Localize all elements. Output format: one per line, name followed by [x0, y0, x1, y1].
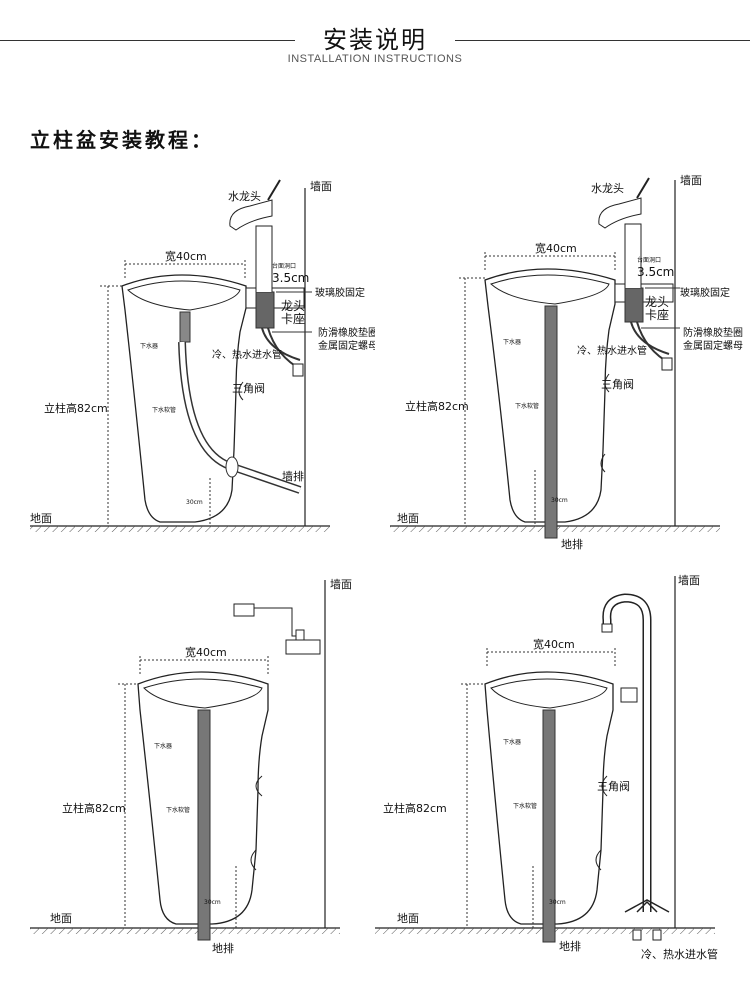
- faucet-handle: [620, 687, 638, 703]
- width-dimension: [124, 260, 246, 278]
- drain-pipe: [197, 709, 211, 941]
- drain-pipe: [542, 709, 556, 943]
- label-drain: 下水器: [140, 342, 158, 350]
- floor-faucet: [602, 593, 652, 912]
- label-valve: 三角阀: [232, 381, 265, 395]
- label-width: 宽40cm: [533, 637, 575, 651]
- header: 安装说明 INSTALLATION INSTRUCTIONS: [0, 0, 750, 80]
- label-floor: 地面: [50, 912, 72, 925]
- label-outlet: 墙排: [282, 469, 304, 483]
- diagram-floor-drain-svg: 水龙头 墙面 宽40cm 台面洞口 3.5cm 玻璃胶固定 龙头 卡座 防滑橡胶…: [390, 173, 743, 551]
- label-wall: 墙面: [310, 179, 332, 193]
- label-outlet: 地排: [559, 939, 581, 953]
- label-drain-pipe: 下水软管: [513, 802, 537, 810]
- label-valve: 三角阀: [601, 377, 634, 391]
- label-30cm: 30cm: [549, 899, 566, 906]
- faucet-body: [624, 223, 642, 288]
- diagram-wall-faucet-svg: 墙面 宽40cm 立柱高82cm 下水器 下水软管 30cm 地面 地排: [30, 577, 352, 955]
- label-drain: 下水器: [154, 742, 172, 750]
- label-valve: 三角阀: [597, 779, 630, 793]
- label-hole-size: 3.5cm: [272, 271, 309, 285]
- page-subtitle: INSTALLATION INSTRUCTIONS: [287, 53, 463, 65]
- label-pipes: 冷、热水进水管: [641, 947, 718, 961]
- drain-pipe: [544, 305, 558, 539]
- label-faucet: 水龙头: [228, 190, 261, 203]
- faucet-seat: [255, 291, 275, 329]
- label-drain: 下水器: [503, 338, 521, 346]
- label-pipes: 冷、热水进水管: [577, 344, 647, 357]
- label-pipes: 冷、热水进水管: [212, 348, 282, 361]
- faucet-body: [255, 225, 273, 292]
- label-wall: 墙面: [330, 577, 352, 591]
- label-outlet: 地排: [561, 537, 583, 551]
- label-width: 宽40cm: [165, 249, 207, 263]
- height-dimension: [461, 683, 485, 928]
- label-30cm: 30cm: [186, 499, 203, 506]
- label-floor: 地面: [397, 512, 419, 525]
- label-gasket: 防滑橡胶垫圈: [683, 326, 743, 339]
- diagram-wall-faucet: 墙面 宽40cm 立柱高82cm 下水器 下水软管 30cm 地面 地排: [0, 560, 375, 1000]
- label-30cm: 30cm: [204, 899, 221, 906]
- label-hole: 台面洞口: [272, 262, 296, 270]
- label-hole-size: 3.5cm: [637, 265, 674, 279]
- label-width: 宽40cm: [535, 241, 577, 255]
- basin-bowl: [127, 280, 241, 311]
- label-height: 立柱高82cm: [405, 399, 469, 413]
- angle-valve: [292, 363, 304, 377]
- header-rule-left: [0, 40, 295, 41]
- header-rule-right: [455, 40, 750, 41]
- label-gasket: 防滑橡胶垫圈: [318, 326, 375, 339]
- label-wall: 墙面: [680, 173, 702, 187]
- supply-pipe: [630, 321, 670, 355]
- page-title: 安装说明: [323, 26, 427, 54]
- label-30cm: 30cm: [551, 497, 568, 504]
- label-height: 立柱高82cm: [62, 801, 126, 815]
- angle-valve: [661, 357, 673, 371]
- label-glass-glue: 玻璃胶固定: [680, 286, 730, 299]
- basin-bowl: [490, 274, 610, 305]
- floor-hatch: [30, 525, 330, 532]
- label-floor: 地面: [397, 912, 419, 925]
- faucet-seat: [624, 287, 644, 323]
- width-dimension: [486, 648, 616, 668]
- label-seat-1: 龙头: [645, 295, 669, 309]
- basin-bowl: [490, 678, 608, 709]
- label-outlet: 地排: [212, 941, 234, 955]
- label-wall: 墙面: [678, 573, 700, 587]
- basin-bowl: [143, 678, 263, 709]
- height-dimension: [459, 277, 487, 526]
- section-title: 立柱盆安装教程：: [30, 128, 214, 152]
- diagram-floor-faucet: 墙面 宽40cm 三角阀 立柱高82cm 下水器 下水软管 30cm 地面 地排…: [375, 560, 750, 1000]
- label-glass-glue: 玻璃胶固定: [315, 286, 365, 299]
- label-height: 立柱高82cm: [44, 401, 108, 415]
- label-seat-2: 卡座: [645, 307, 669, 322]
- label-width: 宽40cm: [185, 645, 227, 659]
- label-seat-1: 龙头: [281, 299, 305, 313]
- diagram-floor-drain: 水龙头 墙面 宽40cm 台面洞口 3.5cm 玻璃胶固定 龙头 卡座 防滑橡胶…: [375, 160, 750, 560]
- label-seat-2: 卡座: [281, 311, 305, 326]
- diagram-wall-drain: 水龙头 墙面 宽40cm 台面洞口 3.5cm 玻璃胶固定 龙头 卡座 防滑橡胶…: [0, 160, 375, 560]
- label-hole: 台面洞口: [637, 256, 661, 264]
- width-dimension: [139, 656, 269, 676]
- diagram-floor-faucet-svg: 墙面 宽40cm 三角阀 立柱高82cm 下水器 下水软管 30cm 地面 地排…: [375, 573, 718, 961]
- label-drain-pipe: 下水软管: [152, 406, 176, 414]
- height-dimension: [100, 285, 125, 526]
- drain-fitting: [179, 311, 191, 343]
- faucet-spout: [598, 197, 642, 229]
- height-dimension: [118, 683, 140, 928]
- diagram-wall-drain-svg: 水龙头 墙面 宽40cm 台面洞口 3.5cm 玻璃胶固定 龙头 卡座 防滑橡胶…: [30, 179, 375, 532]
- label-nut: 金属固定螺母: [318, 339, 375, 352]
- label-height: 立柱高82cm: [383, 801, 447, 815]
- supply-pipe: [261, 327, 301, 361]
- label-faucet: 水龙头: [591, 182, 624, 195]
- label-drain-pipe: 下水软管: [515, 402, 539, 410]
- width-dimension: [484, 252, 616, 272]
- faucet-spout: [229, 199, 273, 231]
- label-drain: 下水器: [503, 738, 521, 746]
- floor-hatch: [30, 927, 340, 934]
- label-nut: 金属固定螺母: [683, 339, 743, 352]
- label-floor: 地面: [30, 512, 52, 525]
- label-drain-pipe: 下水软管: [166, 806, 190, 814]
